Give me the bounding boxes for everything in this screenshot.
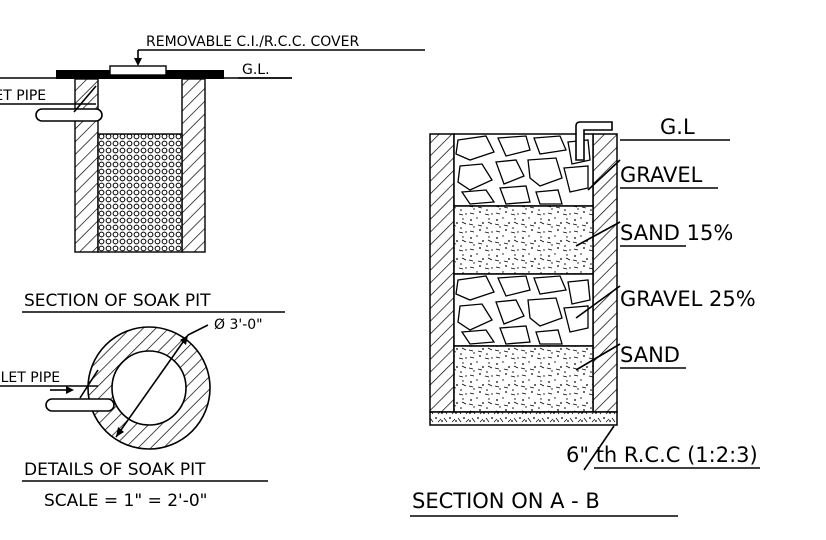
leader-sand-15 (575, 221, 621, 247)
layer-sand-15 (453, 205, 594, 275)
gravel-stones-top (455, 135, 591, 205)
diameter-arrow-bottom (116, 427, 124, 437)
rcc-base (429, 411, 618, 426)
layer-sand-bottom (453, 345, 594, 413)
rcc-base-label: 6" th R.C.C (1:2:3) (566, 443, 758, 467)
cover-arrowhead (134, 58, 142, 66)
inlet-label-left: INLET PIPE (0, 88, 46, 104)
layer-gravel-top (453, 133, 594, 207)
vent-pipe (575, 121, 613, 161)
inlet-flow-arrow (66, 386, 74, 394)
diameter-label: Ø 3'-0" (214, 317, 263, 333)
inlet-plan-leader (79, 369, 99, 399)
inlet-label-plan: INLET PIPE (0, 370, 60, 386)
pit-wall-right (181, 78, 206, 253)
rcc-leader (583, 425, 615, 471)
inlet-pipe (35, 108, 103, 122)
inlet-left-leader (73, 85, 97, 113)
ring-inner (111, 350, 187, 426)
pit-filling (97, 133, 183, 253)
section-of-soak-pit: REMOVABLE C.I./R.C.C. COVER G.L. INLET P… (0, 34, 425, 313)
diameter-arrow-top (180, 335, 188, 345)
label-gravel-25: GRAVEL 25% (620, 287, 756, 311)
leader-sand (575, 343, 621, 371)
section-on-a-b: G.L GRAVEL SAND 15% GRAVEL 25% SAND 6" t… (410, 115, 760, 517)
label-sand-15: SAND 15% (620, 221, 733, 245)
section-ab-title: SECTION ON A - B (412, 489, 600, 513)
pit-wall-left (74, 78, 99, 253)
label-sand: SAND (620, 343, 680, 367)
label-gravel: GRAVEL (620, 163, 703, 187)
removable-cover (109, 65, 167, 76)
leader-gravel (587, 159, 621, 191)
gl-label-right: G.L (660, 115, 695, 139)
layer-gravel-25 (453, 273, 594, 347)
details-of-soak-pit: Ø 3'-0" INLET PIPE DETAILS OF SOAK PIT S… (0, 317, 268, 511)
leader-gravel-25 (575, 285, 621, 319)
details-title: DETAILS OF SOAK PIT (24, 460, 206, 480)
diameter-leader (187, 324, 209, 336)
scale-label: SCALE = 1" = 2'-0" (44, 491, 208, 511)
ab-wall-right (592, 133, 618, 413)
gravel-stones-mid (455, 275, 591, 345)
plan-inlet-pipe (45, 398, 115, 412)
ab-wall-left (429, 133, 455, 413)
gl-label-left: G.L. (242, 62, 270, 78)
diameter-line (115, 334, 189, 438)
cover-label: REMOVABLE C.I./R.C.C. COVER (146, 34, 359, 50)
section-title-left: SECTION OF SOAK PIT (24, 291, 211, 311)
